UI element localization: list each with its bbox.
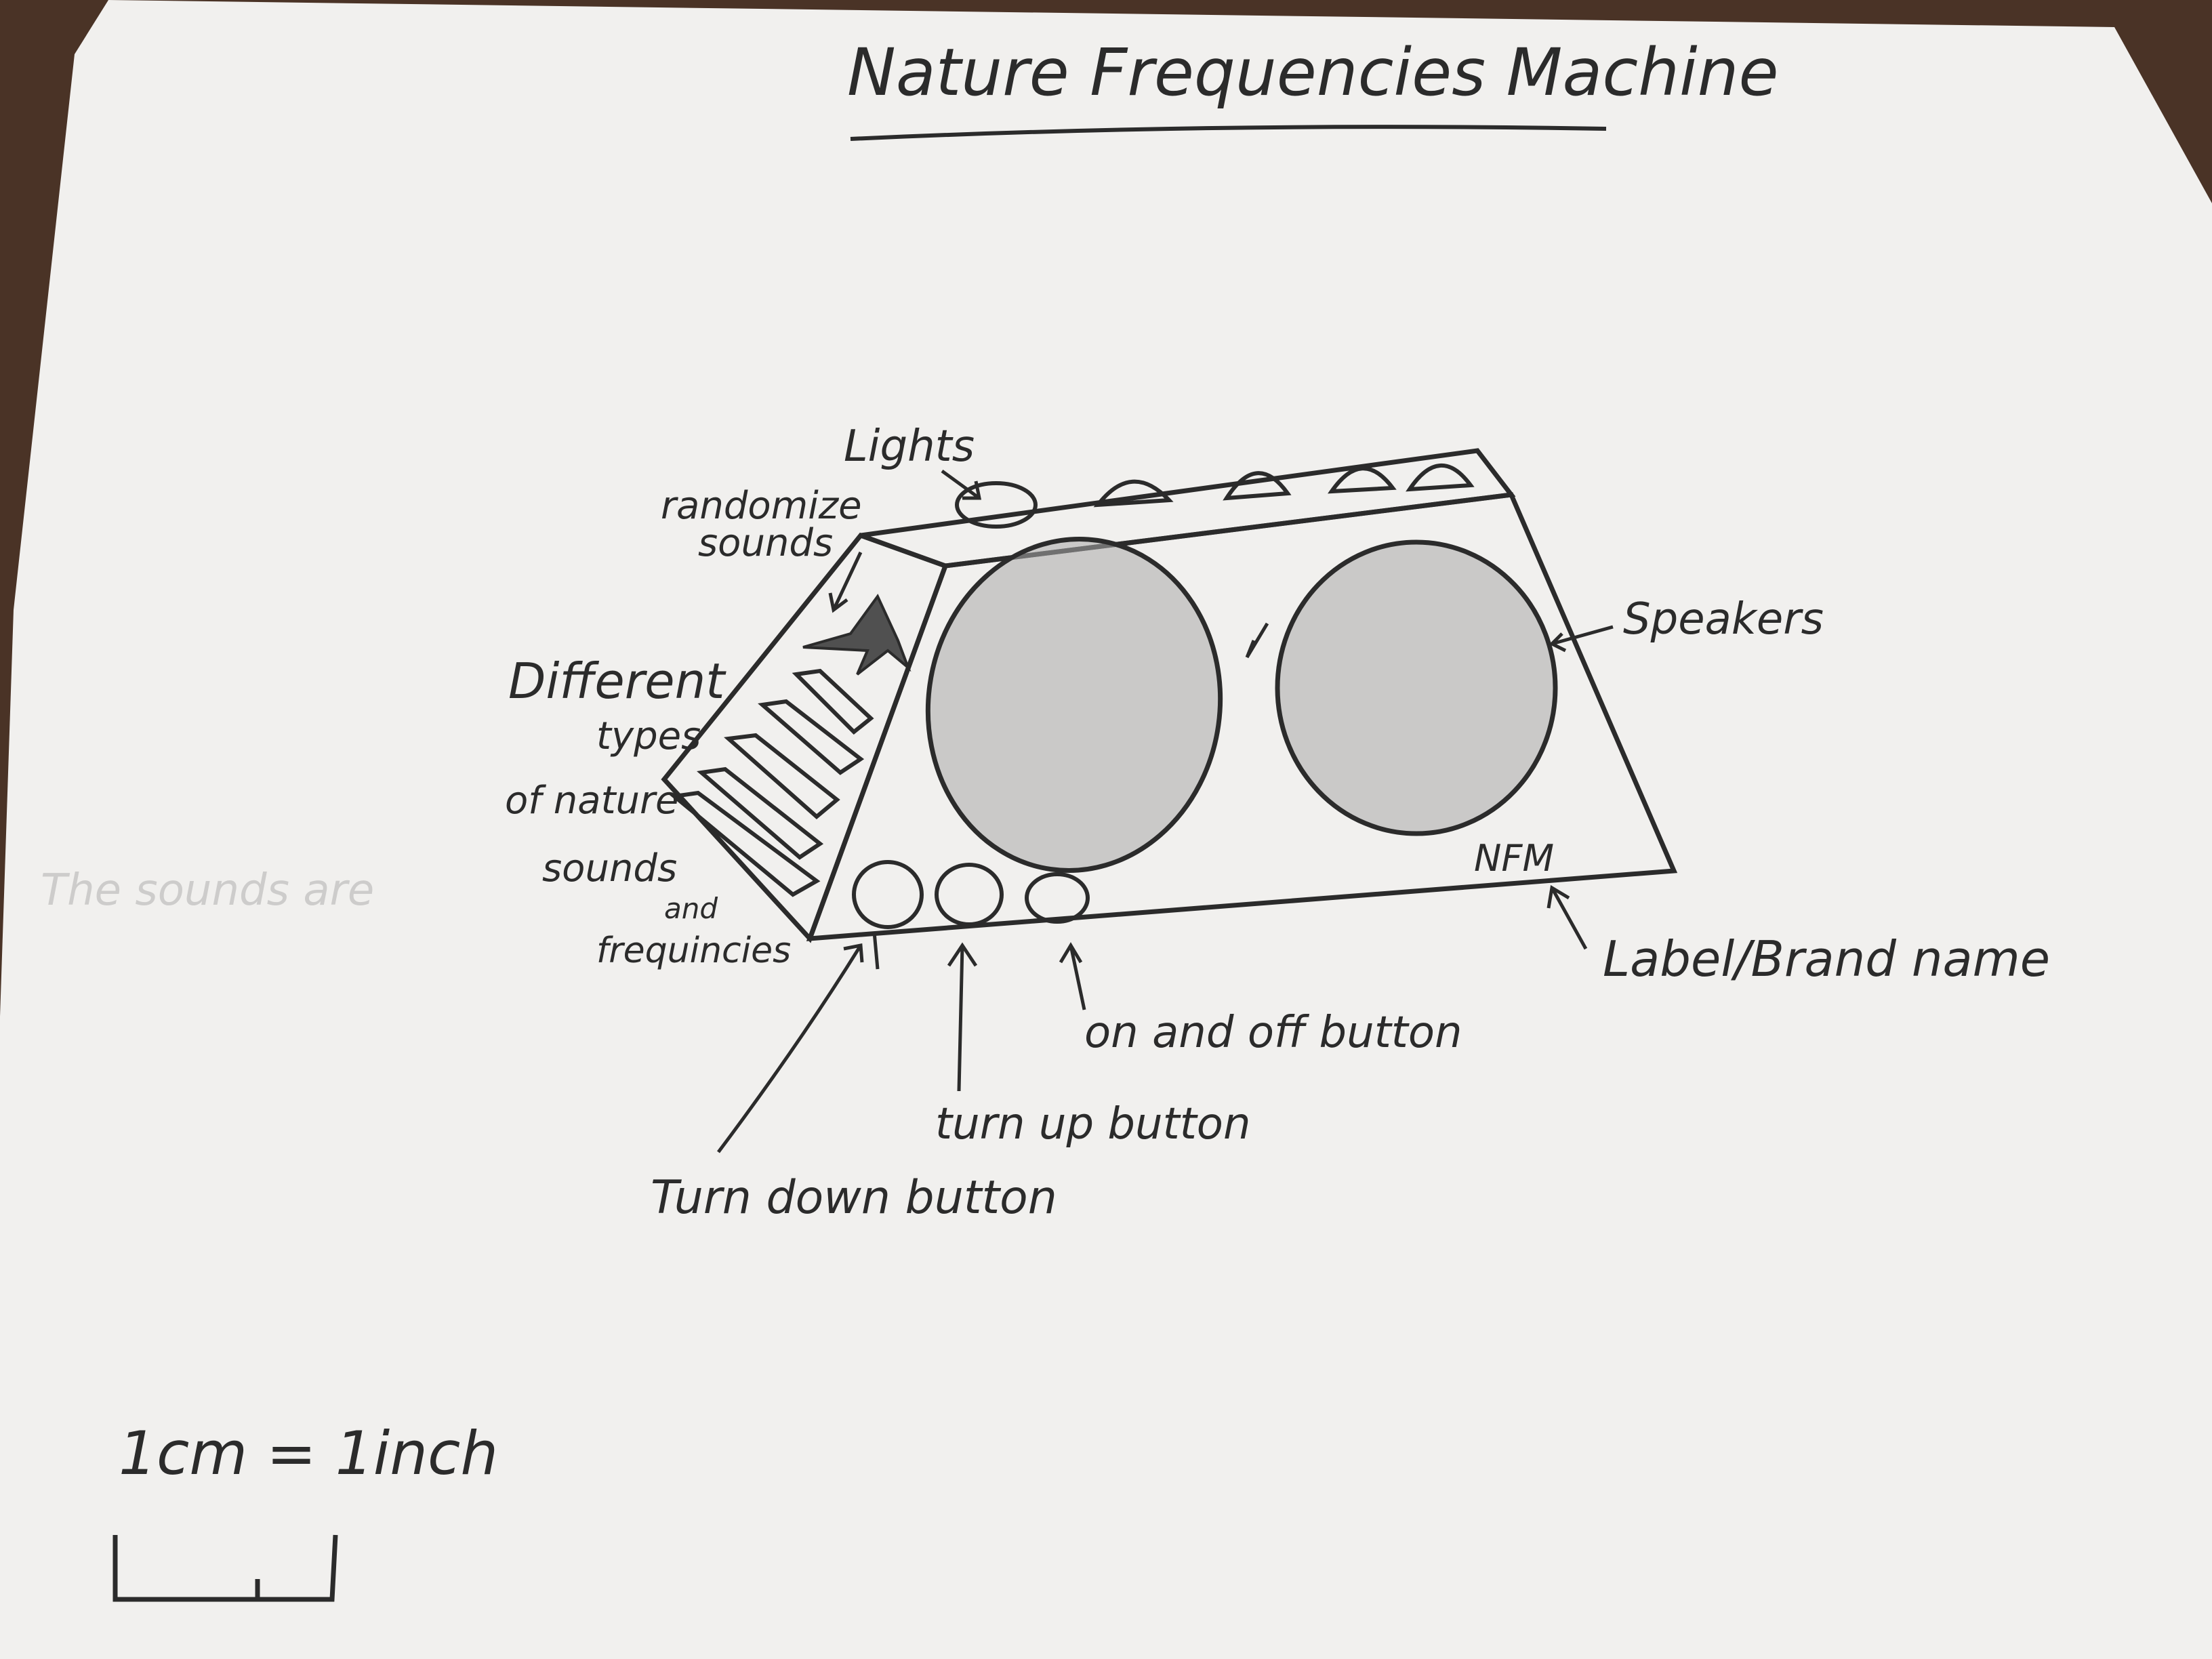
scale-note: 1cm = 1inch — [119, 1418, 498, 1488]
light-1 — [955, 481, 1038, 529]
sound-type-slots — [669, 668, 874, 897]
sound-types-label-line1: Different — [508, 653, 726, 710]
light-2 — [1093, 479, 1174, 508]
lights-label: Lights — [844, 422, 975, 472]
turn-down-button-label: Turn down button — [651, 1171, 1057, 1225]
lights-row — [955, 464, 1475, 529]
sound-slot-5 — [669, 790, 821, 897]
sound-types-label-line5: and — [664, 892, 718, 925]
randomize-label-line2: sounds — [698, 521, 833, 565]
turn-down-button-line — [872, 931, 880, 970]
turn-up-button-label: turn up button — [935, 1099, 1251, 1149]
on-off-arrow — [1059, 942, 1086, 1010]
title-underline — [850, 125, 1607, 141]
speaker-right — [1275, 539, 1558, 836]
randomize-star-icon — [802, 594, 912, 676]
turn-down-arrow — [716, 943, 864, 1153]
sound-slot-2 — [758, 699, 865, 775]
brand-label-on-device: NFM — [1474, 837, 1554, 880]
light-5 — [1406, 464, 1475, 492]
device-side-face — [661, 532, 949, 943]
diagram-title: Nature Frequencies Machine — [847, 35, 1779, 110]
lights-arrow — [941, 469, 982, 500]
brand-name-label: Label/Brand name — [1603, 930, 2050, 987]
sound-slot-1 — [792, 668, 874, 735]
on-off-button-shape — [1025, 872, 1090, 924]
sound-types-label-line6: frequincies — [596, 930, 791, 971]
scale-bar — [112, 1534, 338, 1602]
turn-up-arrow — [947, 942, 978, 1092]
randomize-label-line1: randomize — [661, 484, 862, 528]
randomize-arrow — [828, 551, 863, 613]
turn-up-button-shape — [935, 863, 1004, 926]
on-off-button-label: on and off button — [1084, 1008, 1462, 1058]
sound-slot-4 — [697, 766, 824, 860]
sound-types-label-line3: of nature — [505, 779, 679, 823]
speaker-left-arrow — [1245, 622, 1269, 659]
speaker-left — [925, 537, 1223, 873]
front-buttons — [852, 860, 1090, 929]
sound-types-label-line2: types — [596, 714, 701, 758]
brand-arrow — [1547, 884, 1588, 950]
turn-down-button-shape — [852, 860, 924, 929]
light-3 — [1223, 471, 1292, 501]
faded-note: The sounds are — [41, 865, 374, 916]
sound-types-label-line4: sounds — [542, 846, 677, 890]
speakers-label: Speakers — [1623, 594, 1824, 644]
speakers-arrow — [1549, 625, 1614, 653]
annotation-arrows — [716, 469, 1614, 1153]
light-4 — [1328, 466, 1397, 494]
sound-slot-3 — [724, 733, 840, 819]
